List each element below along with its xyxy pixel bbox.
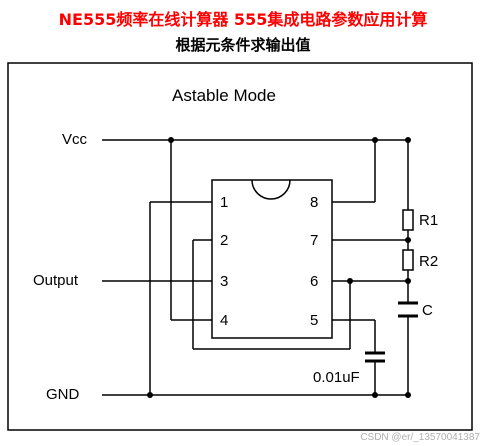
pin-5-label: 5 — [310, 312, 318, 329]
pin-7-label: 7 — [310, 232, 318, 249]
pin-4-label: 4 — [220, 312, 228, 329]
ne555-chip — [211, 179, 333, 339]
page-subtitle: 根据元条件求输出值 — [175, 36, 311, 54]
diagram-frame — [7, 62, 473, 431]
resistor-r1 — [402, 209, 414, 231]
mode-label: Astable Mode — [172, 86, 276, 105]
pin-6-label: 6 — [310, 273, 318, 290]
watermark: CSDN @er/_13570041387 — [360, 432, 480, 443]
pin-2-label: 2 — [220, 232, 228, 249]
label-vcc: Vcc — [62, 131, 88, 148]
label-c: C — [422, 302, 433, 319]
pin-1-label: 1 — [220, 194, 228, 211]
page-title: NE555频率在线计算器 555集成电路参数应用计算 — [58, 10, 428, 29]
label-r1: R1 — [419, 212, 438, 229]
chip-notch — [251, 179, 291, 200]
label-output: Output — [33, 272, 79, 289]
resistor-r2 — [402, 249, 414, 271]
junction-dots — [147, 137, 411, 398]
pin-3-label: 3 — [220, 273, 228, 290]
capacitor-control — [365, 351, 385, 363]
label-gnd: GND — [46, 386, 80, 403]
wires — [102, 139, 410, 396]
label-c-ctrl: 0.01uF — [313, 369, 360, 386]
capacitor-c — [398, 301, 418, 318]
label-r2: R2 — [419, 253, 438, 270]
pin-8-label: 8 — [310, 194, 318, 211]
